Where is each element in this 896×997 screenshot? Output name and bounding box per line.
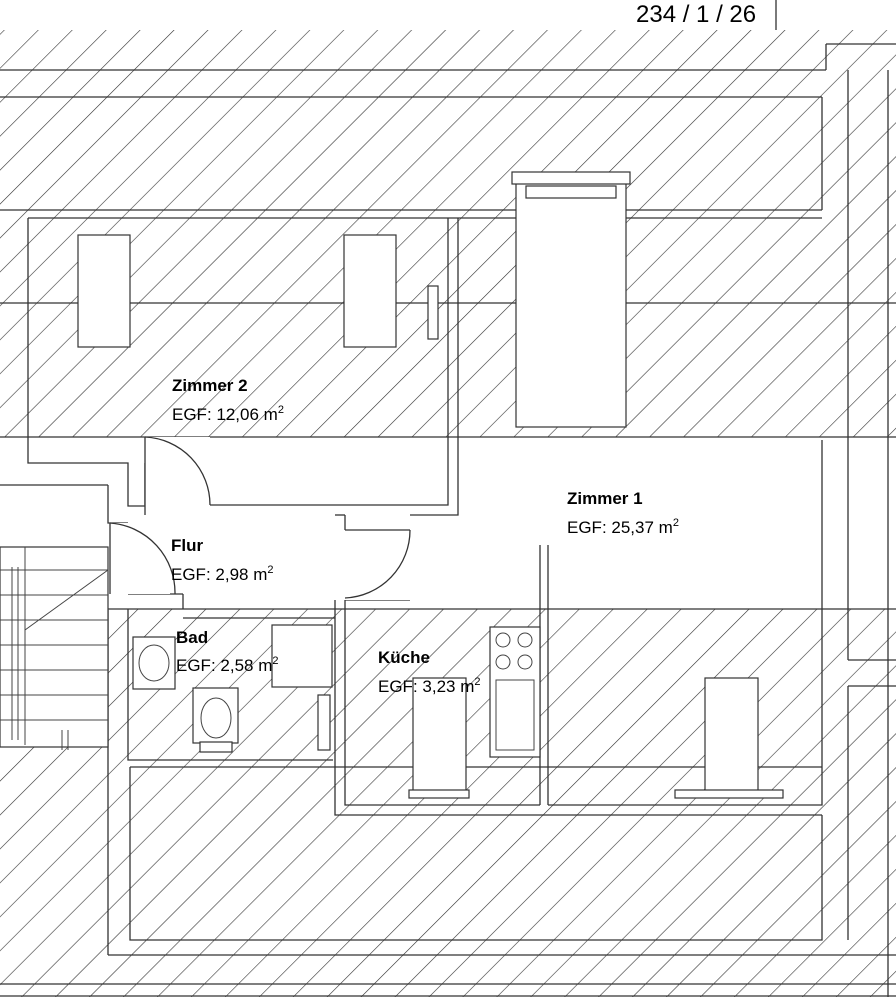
desk-left	[77, 234, 131, 348]
toilet	[192, 687, 239, 744]
room-area-flur: EGF: 2,98 m2	[171, 564, 274, 584]
doors	[109, 436, 411, 600]
cabinet	[704, 677, 759, 792]
sheet-number: 234 / 1 / 26	[636, 1, 756, 28]
kitchen-unit	[412, 677, 467, 792]
furniture	[77, 171, 784, 799]
room-labels: Zimmer 2 EGF: 12,06 m2 Zimmer 1 EGF: 25,…	[171, 376, 679, 696]
room-area-bad: EGF: 2,58 m2	[176, 655, 279, 675]
room-area-zimmer1: EGF: 25,37 m2	[567, 517, 679, 537]
washbasin	[132, 636, 176, 690]
room-area-kueche: EGF: 3,23 m2	[378, 676, 481, 696]
stove	[489, 626, 541, 758]
desk-right	[343, 234, 397, 348]
room-name-kueche: Küche	[378, 648, 430, 667]
hatched-area	[0, 30, 896, 997]
shower	[271, 624, 333, 688]
room-name-zimmer2: Zimmer 2	[172, 376, 248, 395]
room-name-bad: Bad	[176, 628, 208, 647]
room-name-flur: Flur	[171, 536, 203, 555]
room-area-zimmer2: EGF: 12,06 m2	[172, 404, 284, 424]
bed-zimmer1	[515, 174, 627, 428]
room-name-zimmer1: Zimmer 1	[567, 489, 643, 508]
staircase	[0, 546, 109, 750]
